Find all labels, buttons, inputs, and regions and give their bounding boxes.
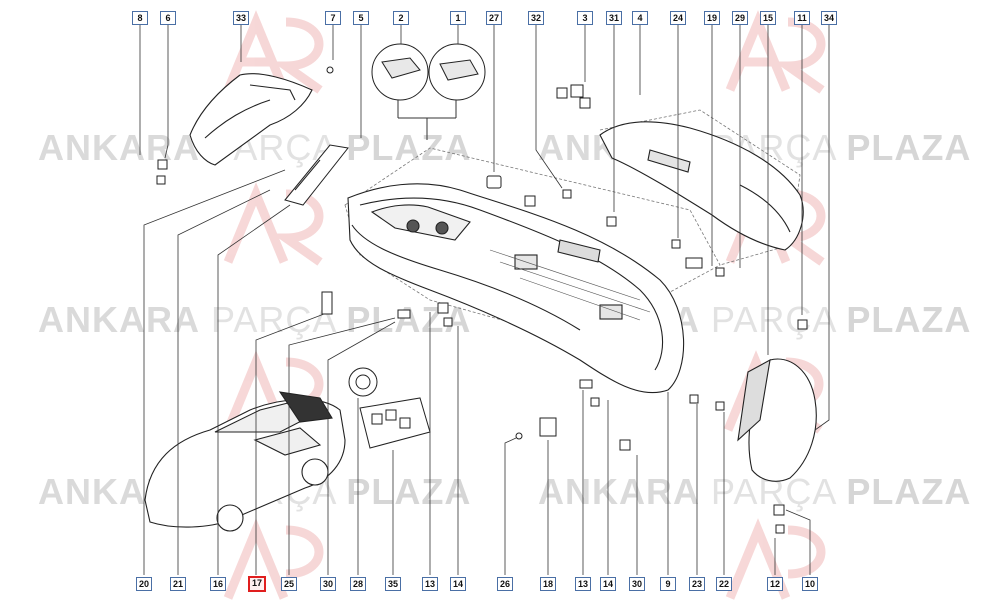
- clip-detail-insets: [371, 43, 486, 140]
- ref-label-2[interactable]: 2: [393, 11, 409, 25]
- watermark-word-1: ANKARA: [538, 471, 700, 512]
- ref-label-16[interactable]: 16: [210, 577, 226, 591]
- leader-lines-bottom: [143, 169, 811, 575]
- ref-label-7[interactable]: 7: [325, 11, 341, 25]
- ref-label-4[interactable]: 4: [632, 11, 648, 25]
- ref-label-30b[interactable]: 30: [629, 577, 645, 591]
- bumper-end-cap: [737, 358, 817, 482]
- watermark-word-2: PARÇA: [211, 299, 336, 340]
- ref-label-26[interactable]: 26: [497, 577, 513, 591]
- ref-label-27[interactable]: 27: [486, 11, 502, 25]
- ref-label-3[interactable]: 3: [577, 11, 593, 25]
- watermark-word-3: PLAZA: [846, 299, 972, 340]
- watermark-word-1: ANKARA: [38, 127, 200, 168]
- ref-label-29[interactable]: 29: [732, 11, 748, 25]
- ref-label-6[interactable]: 6: [160, 11, 176, 25]
- ref-label-17-highlighted[interactable]: 17: [248, 576, 266, 592]
- ref-label-8[interactable]: 8: [132, 11, 148, 25]
- ref-label-21[interactable]: 21: [170, 577, 186, 591]
- ref-label-13b[interactable]: 13: [575, 577, 591, 591]
- ref-label-14b[interactable]: 14: [600, 577, 616, 591]
- ref-label-24[interactable]: 24: [670, 11, 686, 25]
- ref-label-13[interactable]: 13: [422, 577, 438, 591]
- ref-label-34[interactable]: 34: [821, 11, 837, 25]
- watermark-word-2: PARÇA: [711, 299, 836, 340]
- ref-label-28[interactable]: 28: [350, 577, 366, 591]
- watermark-word-3: PLAZA: [846, 127, 972, 168]
- ref-label-15[interactable]: 15: [760, 11, 776, 25]
- ref-label-14[interactable]: 14: [450, 577, 466, 591]
- ref-label-22[interactable]: 22: [716, 577, 732, 591]
- ref-label-25[interactable]: 25: [281, 577, 297, 591]
- ref-label-1[interactable]: 1: [450, 11, 466, 25]
- watermark-word-3: PLAZA: [846, 471, 972, 512]
- vehicle-silhouette: [144, 391, 346, 532]
- ref-label-33[interactable]: 33: [233, 11, 249, 25]
- ref-label-35[interactable]: 35: [385, 577, 401, 591]
- upper-bumper-cover: [599, 121, 804, 251]
- ref-label-31[interactable]: 31: [606, 11, 622, 25]
- ref-label-32[interactable]: 32: [528, 11, 544, 25]
- ref-label-10[interactable]: 10: [802, 577, 818, 591]
- ref-label-23[interactable]: 23: [689, 577, 705, 591]
- ref-label-11[interactable]: 11: [794, 11, 810, 25]
- bumper-mount-bracket: [284, 144, 349, 206]
- ref-label-9[interactable]: 9: [660, 577, 676, 591]
- ref-label-30[interactable]: 30: [320, 577, 336, 591]
- ref-label-19[interactable]: 19: [704, 11, 720, 25]
- watermark-word-3: PLAZA: [346, 471, 472, 512]
- watermark-word-3: PLAZA: [346, 127, 472, 168]
- side-bracket-part: [189, 73, 313, 166]
- ref-label-5[interactable]: 5: [353, 11, 369, 25]
- lamp-kit: [348, 367, 431, 449]
- ref-label-20[interactable]: 20: [136, 577, 152, 591]
- leader-lines-top: [139, 25, 830, 431]
- ref-label-18[interactable]: 18: [540, 577, 556, 591]
- watermark-word-1: ANKARA: [38, 299, 200, 340]
- ref-label-12[interactable]: 12: [767, 577, 783, 591]
- fasteners: [156, 66, 808, 534]
- rear-bumper-assembly: [347, 183, 685, 394]
